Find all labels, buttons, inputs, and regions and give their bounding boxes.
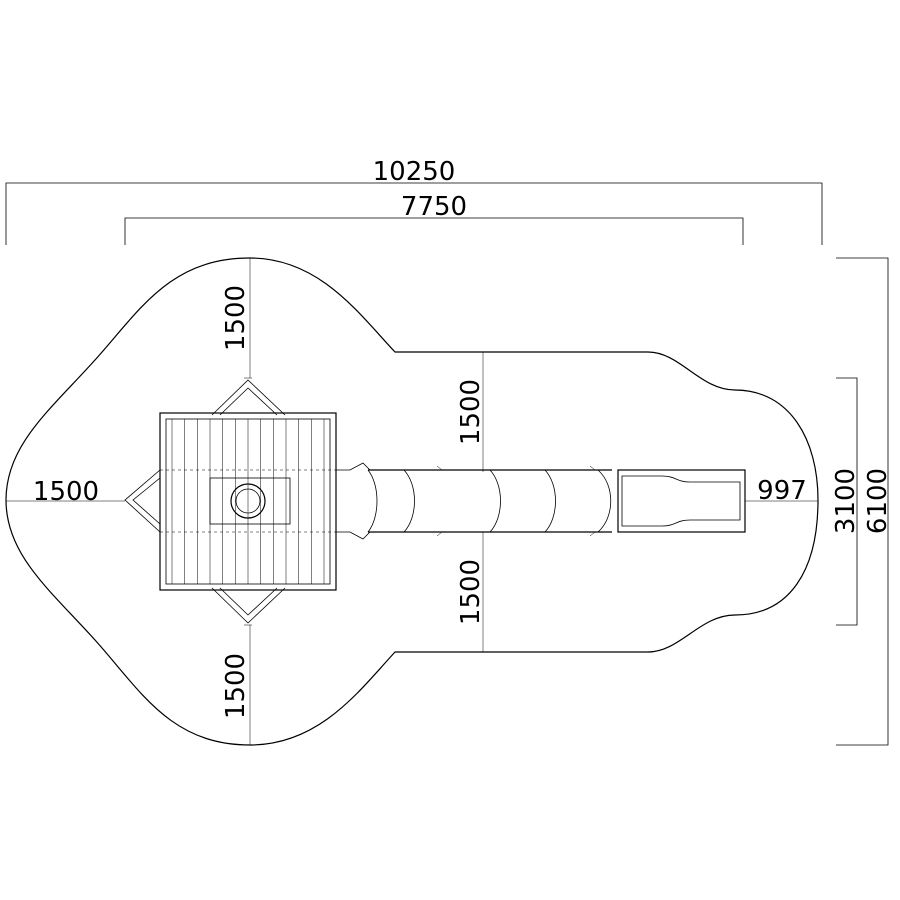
tower-deck	[159, 412, 337, 591]
overall-height-label: 6100	[863, 468, 893, 534]
slide-exit-chute	[617, 469, 746, 533]
tube-slide	[367, 465, 612, 537]
tower-braces	[124, 377, 286, 626]
tower-center-pole	[230, 483, 266, 519]
top-clearance-dimension: 1500	[221, 258, 251, 378]
overall-width-dimension: 10250	[5, 157, 823, 245]
left-clearance-label: 1500	[33, 477, 99, 507]
slide-bottom-clearance-label: 1500	[456, 559, 486, 625]
inner-height-label: 3100	[831, 468, 861, 534]
slide-end-clearance-label: 997	[757, 476, 807, 506]
slide-connector	[336, 462, 371, 540]
bottom-clearance-dimension: 1500	[221, 625, 251, 745]
overall-width-label: 10250	[373, 157, 456, 187]
slide-end-clearance-dimension: 997	[745, 476, 818, 506]
inner-width-dimension: 7750	[124, 192, 744, 245]
overall-height-dimension: 6100	[836, 257, 893, 746]
top-clearance-label: 1500	[221, 285, 251, 351]
inner-height-dimension: 3100	[831, 377, 861, 626]
slide-top-clearance-label: 1500	[456, 379, 486, 445]
slide-bottom-clearance-dimension: 1500	[456, 532, 486, 652]
slide-top-clearance-dimension: 1500	[456, 352, 486, 472]
safety-zone-outline	[5, 257, 819, 746]
inner-width-label: 7750	[401, 192, 467, 222]
deck-planks	[171, 419, 325, 584]
bottom-clearance-label: 1500	[221, 653, 251, 719]
left-clearance-dimension: 1500	[6, 477, 125, 507]
